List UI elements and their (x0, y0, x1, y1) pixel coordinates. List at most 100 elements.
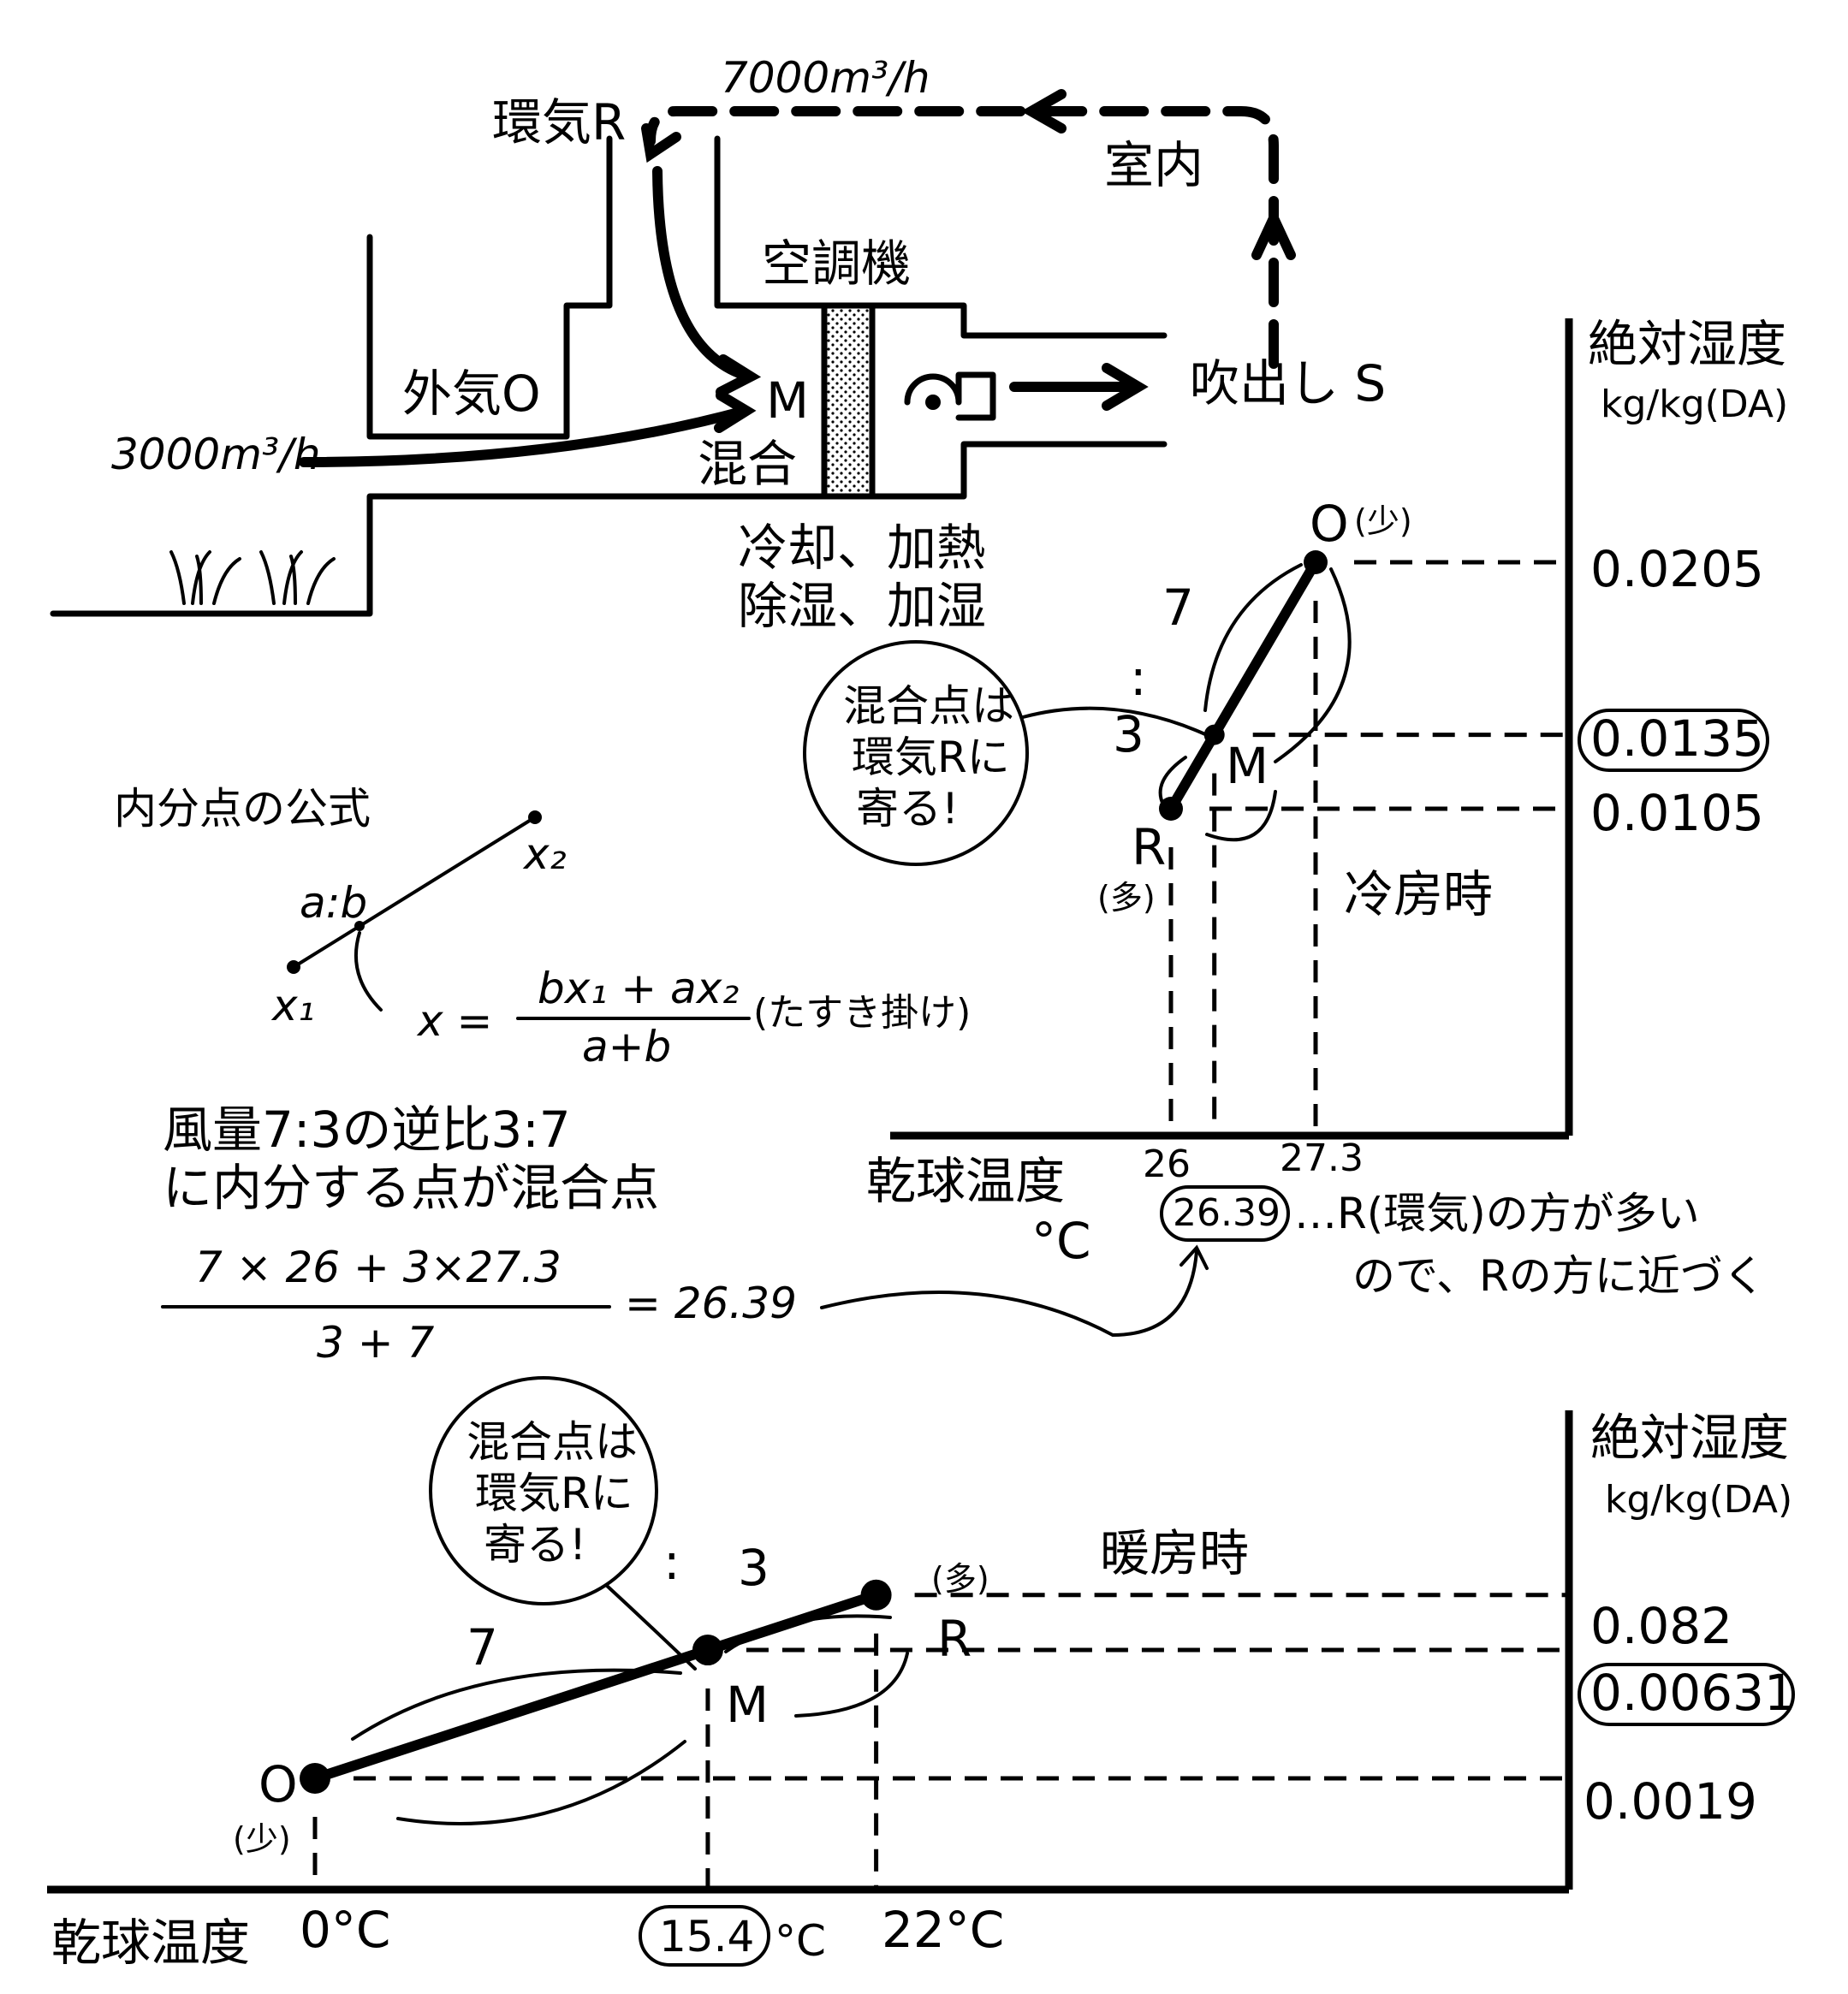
heating-point-M (692, 1635, 723, 1666)
mix-point-label: M (766, 371, 809, 430)
cooling-ratio-7: 7 (1162, 579, 1194, 637)
result-pointer-arrowhead (1180, 1244, 1209, 1270)
cooling-label-M: M (1226, 737, 1269, 795)
return-air-label: 環気R (492, 93, 626, 151)
formula-denominator: a+b (582, 1022, 671, 1071)
heating-ratio-colon: : (663, 1533, 680, 1591)
x2-label: x₂ (522, 829, 567, 879)
heating-label-O: O (258, 1755, 298, 1813)
ratio-label: a:b (300, 878, 367, 928)
cooling-note-R: (多) (1097, 879, 1156, 917)
heating-result-highlight (639, 1905, 770, 1967)
heating-note-O: (少) (233, 1820, 291, 1858)
heating-ratio-7-arc (351, 1668, 682, 1741)
heating-outside-arc (396, 1740, 686, 1825)
cooling-x-ticks: 26 27.3 26.39 …R(環気)の方が多い ので、Rの方に近づく (1143, 1136, 1766, 1301)
point-x2 (528, 810, 542, 824)
cooling-guide-lines (1168, 560, 1569, 1136)
explain-line-2: に内分する点が混合点 (163, 1159, 659, 1217)
cooling-point-M (1203, 724, 1225, 745)
cooling-y-tick: 0.0135 (1590, 709, 1764, 768)
point-x (354, 921, 365, 931)
heating-x-axis-title: 乾球温度 (51, 1914, 250, 1972)
cooling-mix-arc (1205, 790, 1277, 842)
heating-guide-lines (312, 1593, 1569, 1890)
outside-air-label: 外気O (402, 365, 541, 423)
return-air-flow-arrow (652, 166, 754, 382)
cooling-ratio-7-arc (1203, 563, 1303, 712)
heating-y-axis-title: 絶対湿度 (1590, 1409, 1789, 1467)
cooling-callout-line-2: 環気Rに (852, 733, 1010, 782)
heating-label-R: R (937, 1610, 972, 1668)
cooling-ratio-3-arc (1158, 756, 1187, 819)
coil-block (821, 302, 876, 500)
formula-numerator: bx₁ + ax₂ (538, 964, 739, 1013)
cooling-callout-line-3: 寄る! (856, 784, 959, 834)
cooling-callout-bubble (803, 640, 1029, 866)
cooling-return-arc (1274, 567, 1352, 763)
cooling-mode-label: 冷房時 (1344, 865, 1493, 923)
heating-ratio-3-arc (724, 1614, 892, 1653)
coil-ops-line-2: 除湿、加湿 (738, 577, 986, 635)
cooling-x-axis-title: 乾球温度 (866, 1152, 1065, 1210)
room-label: 室内 (1104, 136, 1203, 194)
cooling-note-O: (少) (1354, 502, 1412, 540)
calc-result: = 26.39 (625, 1279, 797, 1328)
calc-numerator: 7 × 26 + 3×27.3 (195, 1243, 562, 1292)
heating-ratio-7: 7 (466, 1618, 498, 1677)
heating-callout-pointer (604, 1583, 697, 1671)
cooling-y-axis-unit: kg/kg(DA) (1601, 383, 1788, 426)
supply-arrowhead (1102, 363, 1149, 411)
cooling-label-O: O (1310, 495, 1349, 553)
internal-division-formula: 内分点の公式 a:b x₁ x₂ x = bx₁ + ax₂ a+b (たすき掛… (114, 784, 1209, 1368)
coil-ops-line-1: 冷却、加熱 (738, 519, 986, 577)
heating-y-tick: 0.00631 (1590, 1664, 1796, 1722)
cooling-result-tick: 26.39 (1173, 1191, 1281, 1235)
cooling-point-O (1304, 550, 1328, 574)
heating-chart: 絶対湿度 kg/kg(DA) 乾球温度 暖房時 0.082 0.00631 0.… (47, 1376, 1796, 1972)
result-pointer-arrow (820, 1249, 1198, 1338)
heating-result-tick: 15.4 (659, 1912, 754, 1961)
supply-label: 吹出し S (1190, 354, 1386, 412)
heating-ratio-3: 3 (738, 1539, 770, 1597)
ahu-label: 空調機 (762, 234, 911, 293)
heating-callout-bubble (429, 1376, 658, 1605)
heating-x-tick-0: 0°C (300, 1901, 390, 1959)
cooling-y-tick-highlight (1578, 709, 1769, 772)
x-leader-line (354, 931, 383, 1012)
cooling-y-tick: 0.0105 (1590, 784, 1764, 842)
heating-note-R: (多) (931, 1560, 989, 1598)
cooling-callout-line-1: 混合点は (843, 681, 1014, 731)
cooling-label-R: R (1132, 818, 1166, 876)
heating-y-axis-unit: kg/kg(DA) (1605, 1478, 1792, 1522)
cooling-x-tick: 27.3 (1280, 1136, 1364, 1180)
cooling-chart: 絶対湿度 kg/kg(DA) 乾球温度 °C 冷房時 0.0205 0.0135… (803, 315, 1788, 1301)
loop-arrowhead-up (1251, 205, 1296, 260)
heating-point-O (300, 1763, 330, 1794)
cooling-mixing-line (1166, 557, 1321, 814)
heating-y-tick-highlight (1578, 1663, 1795, 1726)
heating-callout-line-2: 環気Rに (475, 1469, 633, 1518)
loop-arrowhead-left (1020, 89, 1067, 134)
division-segment (292, 816, 537, 969)
heating-result-unit: °C (775, 1916, 826, 1966)
cooling-x-tick: 26 (1143, 1142, 1191, 1186)
cooling-y-axis-title: 絶対湿度 (1588, 315, 1786, 373)
outside-flow-label: 3000m³/h (111, 430, 321, 479)
calc-denominator: 3 + 7 (317, 1318, 434, 1368)
mix-label: 混合 (698, 435, 797, 493)
outside-air-arrowhead (714, 390, 757, 433)
cooling-y-ticks: 0.0205 0.0135 0.0105 (1578, 540, 1769, 842)
cooling-result-highlight (1160, 1185, 1290, 1242)
ahu-casing-top (714, 135, 1168, 339)
fan-icon (904, 371, 996, 421)
outside-air-duct (366, 135, 613, 440)
cooling-callout-pointer (1021, 706, 1207, 736)
cooling-y-tick: 0.0205 (1590, 540, 1764, 598)
heating-y-tick: 0.082 (1590, 1597, 1732, 1655)
explain-line-1: 風量7:3の逆比3:7 (163, 1101, 571, 1159)
point-x1 (287, 960, 300, 974)
x1-label: x₁ (270, 981, 315, 1030)
heating-y-tick: 0.0019 (1584, 1772, 1757, 1831)
